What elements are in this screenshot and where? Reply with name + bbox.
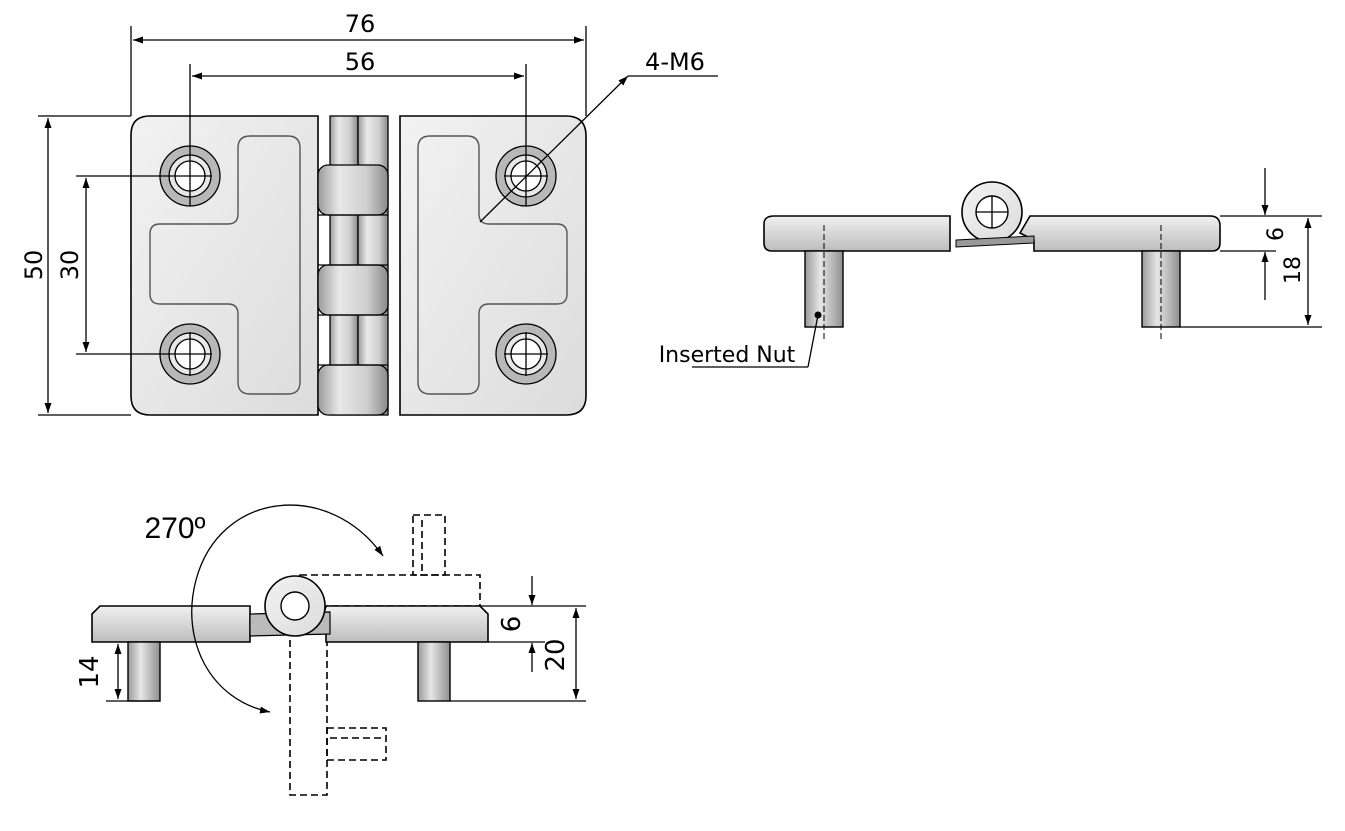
dim-side-total-height: 18 <box>1180 218 1322 328</box>
dim-hole-spacing-x: 56 <box>192 48 524 80</box>
dim-side-leaf-thickness: 6 <box>1220 168 1322 300</box>
left-leaf-recess <box>149 135 301 395</box>
right-leaf-recess <box>417 135 568 395</box>
rotation-arc <box>191 504 384 714</box>
left-leaf <box>130 115 319 416</box>
rotation-stud-right <box>417 641 451 702</box>
top-view: 76 56 50 30 4-M6 <box>20 10 718 416</box>
hole-callout: 4-M6 <box>479 48 718 223</box>
dim-rotation-stud-height: 14 <box>75 644 160 702</box>
svg-text:Inserted Nut: Inserted Nut <box>659 343 796 368</box>
rotation-stud-left <box>127 641 161 702</box>
dim-overall-width: 76 <box>130 10 587 116</box>
svg-text:4-M6: 4-M6 <box>645 48 705 76</box>
side-left-leaf <box>763 215 951 252</box>
rotation-left-leaf <box>91 605 251 643</box>
svg-text:56: 56 <box>345 48 376 76</box>
side-view: Inserted Nut 6 18 <box>659 168 1322 368</box>
nut-callout: Inserted Nut <box>659 311 822 368</box>
dim-hole-spacing-y: 30 <box>56 175 168 355</box>
knuckle-stack <box>317 115 389 416</box>
rotation-right-leaf <box>319 605 489 643</box>
svg-text:76: 76 <box>345 10 376 38</box>
dim-rotation-leaf-thickness: 6 <box>480 576 586 672</box>
dim-rotation-total-height: 20 <box>450 608 586 702</box>
svg-text:20: 20 <box>541 638 571 671</box>
side-right-leaf <box>1018 215 1221 252</box>
rotation-angle-label: 270º <box>144 512 205 545</box>
svg-text:14: 14 <box>75 655 105 688</box>
right-leaf <box>399 115 587 416</box>
svg-text:30: 30 <box>56 250 84 281</box>
svg-text:6: 6 <box>1264 227 1289 241</box>
rotation-view: 270º 14 6 20 <box>75 504 586 796</box>
svg-text:6: 6 <box>497 616 527 633</box>
dim-overall-height: 50 <box>20 115 131 416</box>
svg-text:50: 50 <box>20 250 48 281</box>
rotated-leaf-top <box>299 574 481 607</box>
hole-centerlines <box>168 64 548 376</box>
rotated-leaf-bottom <box>289 631 328 796</box>
svg-text:18: 18 <box>1281 256 1306 284</box>
